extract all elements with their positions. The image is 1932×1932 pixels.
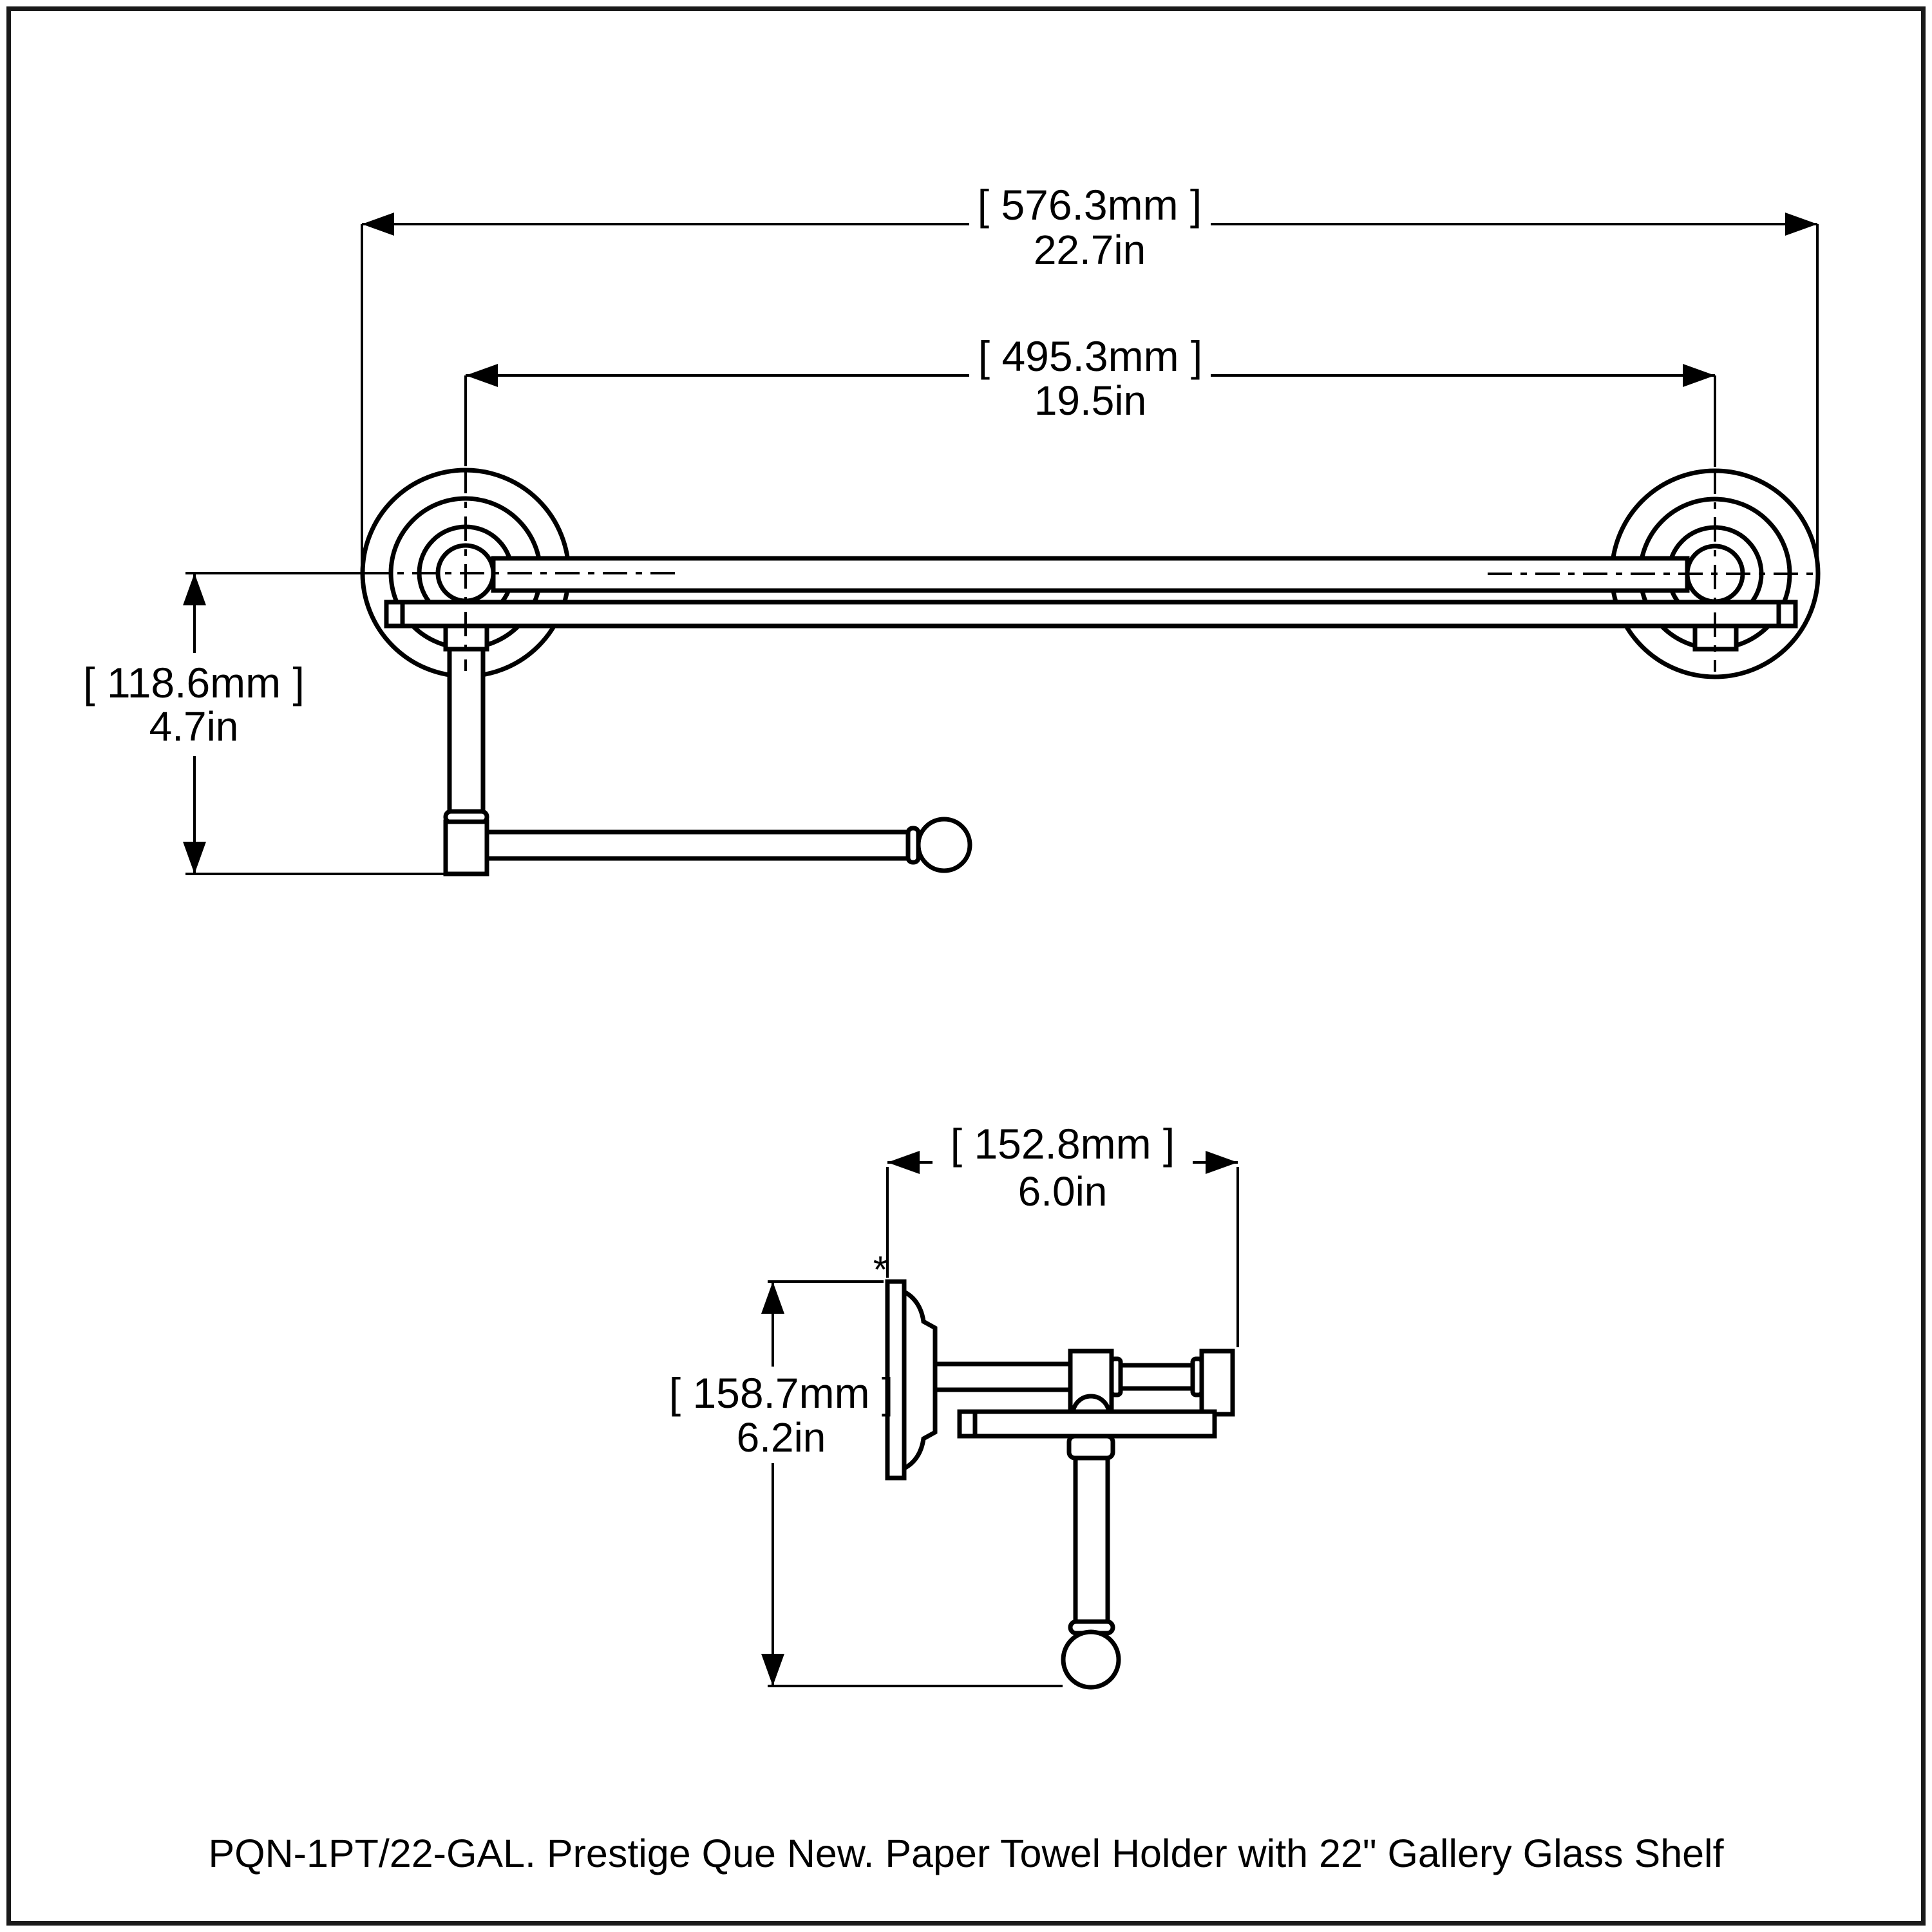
dim-center-width-in: 19.5in [1034,377,1147,424]
drawing-border-frame [6,6,1926,1926]
mounting-arm-side [933,1361,1073,1392]
paper-towel-arm-front [443,623,972,876]
dim-drop-height-in: 4.7in [149,703,239,750]
dim-drop-height [183,572,444,875]
glass-shelf [384,600,1798,629]
dim-height-side-mm: [ 158.7mm ] [668,1369,894,1417]
roller-spindle [1118,1363,1195,1391]
rod-ball-side [1061,1629,1121,1690]
dim-center-width [464,364,1716,467]
wall-reference-marker: * [873,1249,888,1291]
paper-towel-arm-side [1061,1434,1121,1690]
dim-overall-width [361,213,1819,583]
dim-overall-width-in: 22.7in [1033,227,1146,273]
dim-depth-mm: [ 152.8mm ] [950,1120,1175,1168]
roller-assembly-side [1068,1349,1235,1417]
centerlines-front [365,469,1819,672]
dim-depth [886,1151,1239,1347]
dim-center-width-mm: [ 495.3mm ] [978,332,1203,380]
dim-drop-height-mm: [ 118.6mm ] [83,659,305,706]
dim-height-side [761,1280,1063,1687]
backplate-slab [885,1279,907,1481]
paper-towel-rod-front [484,829,911,861]
front-view [183,213,1821,876]
side-view [761,1151,1239,1690]
roller-end-block [1199,1349,1235,1417]
backplate-molding [902,1288,938,1472]
dim-overall-width-mm: [ 576.3mm ] [977,181,1202,229]
rod-ball-front [916,817,972,873]
dim-depth-in: 6.0in [1018,1168,1108,1215]
glass-shelf-side [957,1409,1217,1439]
dim-height-side-in: 6.2in [736,1414,826,1461]
drawing-caption: PQN-1PT/22-GAL. Prestige Que New. Paper … [208,1832,1724,1875]
